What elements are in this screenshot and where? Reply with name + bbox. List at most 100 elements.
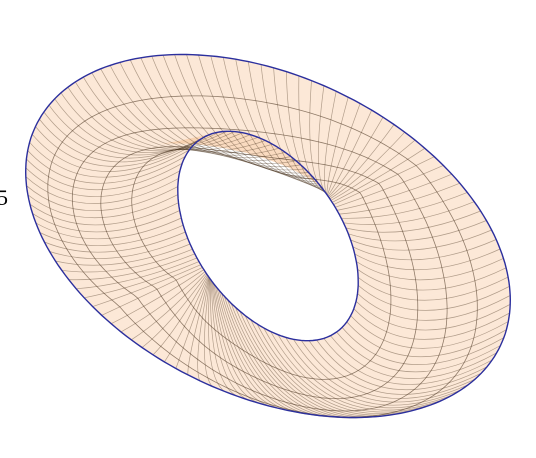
surface-strip — [142, 274, 208, 360]
surface-strip — [294, 74, 326, 194]
mesh-ruling — [301, 340, 476, 399]
mesh-ruling — [356, 258, 504, 281]
surface-strip — [327, 101, 376, 197]
outer-boundary — [24, 53, 512, 419]
mesh-ruling — [31, 134, 195, 172]
mesh-ruling — [75, 81, 251, 151]
mesh-ruling — [348, 220, 487, 242]
mesh-ruling — [355, 300, 511, 331]
mesh-ruling — [357, 293, 511, 321]
mesh-ruling — [345, 210, 481, 233]
mesh-ruling — [309, 80, 327, 194]
surface-strip — [100, 63, 284, 151]
mesh-ruling — [129, 59, 291, 161]
mesh-ruling — [222, 57, 319, 185]
mesh-ruling — [357, 276, 509, 301]
mesh-ruling — [352, 239, 497, 261]
surface-strip — [212, 281, 284, 410]
surface-strip — [288, 338, 475, 400]
mesh-ruling — [109, 65, 280, 156]
mesh-ruling — [285, 337, 461, 406]
surface-strip — [329, 124, 412, 200]
mesh-ruling — [336, 173, 452, 211]
mesh-ruling — [49, 237, 188, 260]
mesh-ruling — [208, 278, 225, 392]
surface-strip — [170, 54, 313, 177]
surface-strip — [349, 226, 498, 263]
mesh-ruling — [308, 340, 482, 395]
surface-strip — [358, 274, 510, 314]
surface-strip — [273, 67, 326, 193]
mesh-ruling — [250, 319, 417, 416]
surface-strip — [55, 244, 195, 277]
surface-strip — [326, 332, 501, 382]
surface-strip — [353, 242, 504, 280]
mesh-ruling — [29, 202, 179, 226]
surface-strip — [50, 92, 235, 153]
mesh-ruling — [327, 109, 373, 197]
mesh-ruling — [151, 56, 301, 168]
mesh-ruling — [48, 104, 220, 156]
mesh-ruling — [346, 321, 507, 357]
surface-strip — [25, 167, 180, 209]
surface-strip — [301, 340, 486, 396]
mesh-ruling — [82, 76, 259, 151]
mesh-ruling — [210, 55, 317, 183]
inner-boundary — [177, 130, 359, 342]
mesh-ruling — [100, 68, 273, 154]
mesh-ruling — [27, 150, 186, 184]
mesh-ruling — [43, 111, 213, 159]
mesh-ruling — [186, 54, 312, 177]
surface-strip — [78, 259, 201, 307]
mesh-ruling — [350, 315, 509, 349]
mesh-ruling — [111, 269, 205, 325]
mesh-ruling — [341, 192, 468, 219]
surface-strip — [351, 301, 511, 346]
mesh-ruling — [326, 103, 361, 196]
page-number-label: 5 — [0, 185, 8, 210]
mesh-ruling — [330, 335, 497, 379]
surface-mesh-layer — [25, 54, 511, 419]
surface-strip — [124, 272, 207, 348]
surface-strip — [72, 75, 261, 146]
surface-strip — [336, 323, 506, 372]
mesh-ruling — [270, 331, 445, 411]
mesh-ruling — [198, 54, 315, 180]
surface-strip — [313, 82, 337, 195]
mesh-ruling — [174, 54, 309, 174]
surface-strip — [61, 83, 248, 149]
mesh-ruling — [44, 231, 186, 253]
mesh-ruling — [131, 272, 207, 341]
mesh-ruling — [29, 142, 190, 178]
surface-strip — [356, 258, 508, 297]
surface-strip — [66, 252, 198, 292]
mesh-ruling — [141, 274, 208, 348]
surface-strip — [198, 277, 221, 390]
surface-strip — [38, 222, 187, 254]
mesh-ruling — [55, 243, 191, 266]
mesh-ruling — [164, 275, 209, 363]
surface-strip — [25, 153, 185, 197]
surface-strip — [263, 327, 450, 404]
surface-strip — [356, 288, 511, 330]
mesh-ruling — [247, 61, 323, 189]
mesh-ruling — [333, 156, 435, 205]
mesh-ruling — [26, 158, 183, 191]
mesh-ruling — [120, 271, 206, 333]
mesh-ruling — [273, 67, 325, 191]
surface-outline-layer — [24, 53, 512, 419]
mesh-longitude — [47, 95, 478, 418]
mesh-ruling — [326, 97, 349, 195]
mesh-ruling — [235, 59, 321, 187]
mesh-ruling — [260, 64, 324, 190]
mesh-ruling — [339, 182, 460, 215]
mesh-ruling — [27, 194, 179, 219]
surface-strip — [26, 182, 179, 221]
mesh-ruling — [335, 165, 444, 208]
mesh-ruling — [175, 276, 210, 369]
mesh-ruling — [35, 126, 200, 167]
mesh-ruling — [211, 281, 263, 405]
mesh-ruling — [350, 229, 492, 251]
mesh-ruling — [341, 327, 504, 365]
